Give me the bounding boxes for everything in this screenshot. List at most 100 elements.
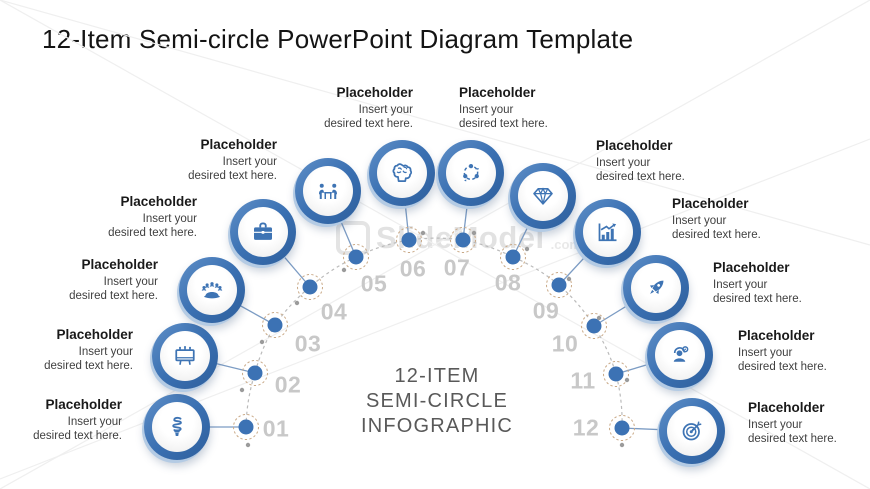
item-09-placeholder-title[interactable]: Placeholder	[672, 196, 749, 211]
item-01-body-line1[interactable]: Insert your	[67, 416, 122, 428]
item-04-arc-marker-dot	[302, 279, 318, 295]
item-11-body-line2[interactable]: desired text here.	[738, 360, 827, 373]
cfl-bulb-icon	[172, 416, 182, 436]
item-10-node[interactable]	[623, 255, 689, 321]
item-03-node[interactable]	[179, 257, 245, 323]
item-06-body-line2[interactable]: desired text here.	[324, 117, 413, 130]
item-09-arc-marker-dot	[551, 277, 567, 293]
item-08-body-line2[interactable]: desired text here.	[596, 170, 685, 183]
item-11-body-line1[interactable]: Insert your	[738, 347, 793, 359]
item-01-body-line2[interactable]: desired text here.	[33, 429, 122, 442]
item-03-arc-marker-dot	[267, 317, 283, 333]
item-10-marker-dashed-ring	[581, 313, 607, 339]
item-02-tiny-gray-dot	[239, 387, 245, 393]
item-03-body-line2[interactable]: desired text here.	[69, 289, 158, 302]
item-01-marker-dashed-ring	[233, 414, 259, 440]
item-12-body-line1[interactable]: Insert your	[748, 419, 803, 431]
item-11-placeholder-title[interactable]: Placeholder	[738, 328, 815, 343]
item-01-placeholder-title[interactable]: Placeholder	[45, 397, 122, 412]
item-02-body-line2[interactable]: desired text here.	[44, 359, 133, 372]
item-04-body-line2[interactable]: desired text here.	[108, 226, 197, 239]
item-05-step-number: 05	[360, 270, 388, 297]
item-01-node[interactable]	[144, 394, 210, 460]
item-06-node[interactable]	[369, 140, 435, 206]
center-caption-line2: SEMI-CIRCLE	[365, 390, 509, 412]
item-12-body-line2[interactable]: desired text here.	[748, 432, 837, 445]
item-07-node[interactable]	[438, 140, 504, 206]
item-05-arc-marker-dot	[348, 249, 364, 265]
briefcase-icon	[254, 222, 272, 240]
item-11-tiny-gray-dot	[624, 377, 630, 383]
item-05-node-inner	[303, 166, 353, 216]
item-04-node[interactable]	[230, 199, 296, 265]
item-03-body-line1[interactable]: Insert your	[103, 276, 158, 288]
item-02-body-line1[interactable]: Insert your	[78, 346, 133, 358]
item-07-placeholder-title[interactable]: Placeholder	[459, 85, 536, 100]
item-02-marker-dashed-ring	[242, 360, 268, 386]
watermark-suffix: .com	[550, 237, 581, 252]
item-02-node-inner	[160, 331, 210, 381]
item-03-tiny-gray-dot	[259, 339, 265, 345]
item-10-placeholder-title[interactable]: Placeholder	[713, 260, 790, 275]
item-09-body-line1[interactable]: Insert your	[672, 215, 727, 227]
item-04-tiny-gray-dot	[294, 300, 300, 306]
item-11-node[interactable]	[647, 322, 713, 388]
brain-icon	[392, 163, 413, 182]
item-07-step-number: 07	[443, 254, 471, 281]
item-10-node-inner	[631, 263, 681, 313]
item-02-node[interactable]	[152, 323, 218, 389]
item-08-placeholder-title[interactable]: Placeholder	[596, 138, 673, 153]
item-04-marker-dashed-ring	[297, 274, 323, 300]
item-10-tiny-gray-dot	[596, 315, 602, 321]
item-01-arc-marker-dot	[238, 419, 254, 435]
item-01-node-inner	[152, 402, 202, 452]
item-06-body-line1[interactable]: Insert your	[358, 104, 413, 116]
item-12-node[interactable]	[659, 398, 725, 464]
discussion-icon	[319, 183, 337, 199]
item-05-body-line1[interactable]: Insert your	[222, 156, 277, 168]
bar-chart-growth-icon	[598, 223, 617, 242]
item-03-placeholder-title[interactable]: Placeholder	[81, 257, 158, 272]
item-08-node[interactable]	[510, 163, 576, 229]
item-03-step-number: 03	[294, 330, 322, 357]
item-09-tiny-gray-dot	[566, 276, 572, 282]
item-10-body-line2[interactable]: desired text here.	[713, 292, 802, 305]
item-09-body-line2[interactable]: desired text here.	[672, 228, 761, 241]
item-04-placeholder-title[interactable]: Placeholder	[120, 194, 197, 209]
diamond-icon	[533, 187, 553, 205]
item-06-placeholder-title[interactable]: Placeholder	[336, 85, 413, 100]
item-11-arc-marker-dot	[608, 366, 624, 382]
item-01-step-number: 01	[262, 415, 290, 442]
item-07-body-line2[interactable]: desired text here.	[459, 117, 548, 130]
item-05-placeholder-title[interactable]: Placeholder	[200, 137, 277, 152]
item-07-node-inner	[446, 148, 496, 198]
item-04-body-line1[interactable]: Insert your	[142, 213, 197, 225]
meeting-table-icon	[201, 282, 223, 299]
item-08-body-line1[interactable]: Insert your	[596, 157, 651, 169]
item-09-marker-dashed-ring	[546, 272, 572, 298]
item-05-node[interactable]	[295, 158, 361, 224]
billboard-icon	[175, 346, 195, 365]
item-12-placeholder-title[interactable]: Placeholder	[748, 400, 825, 415]
item-11-step-number: 11	[570, 367, 596, 394]
item-07-body-line1[interactable]: Insert your	[459, 104, 514, 116]
item-06-tiny-gray-dot	[420, 230, 426, 236]
item-02-placeholder-title[interactable]: Placeholder	[56, 327, 133, 342]
item-10-body-line1[interactable]: Insert your	[713, 279, 768, 291]
item-12-node-inner	[667, 406, 717, 456]
item-09-node[interactable]	[575, 199, 641, 265]
item-05-body-line2[interactable]: desired text here.	[188, 169, 277, 182]
